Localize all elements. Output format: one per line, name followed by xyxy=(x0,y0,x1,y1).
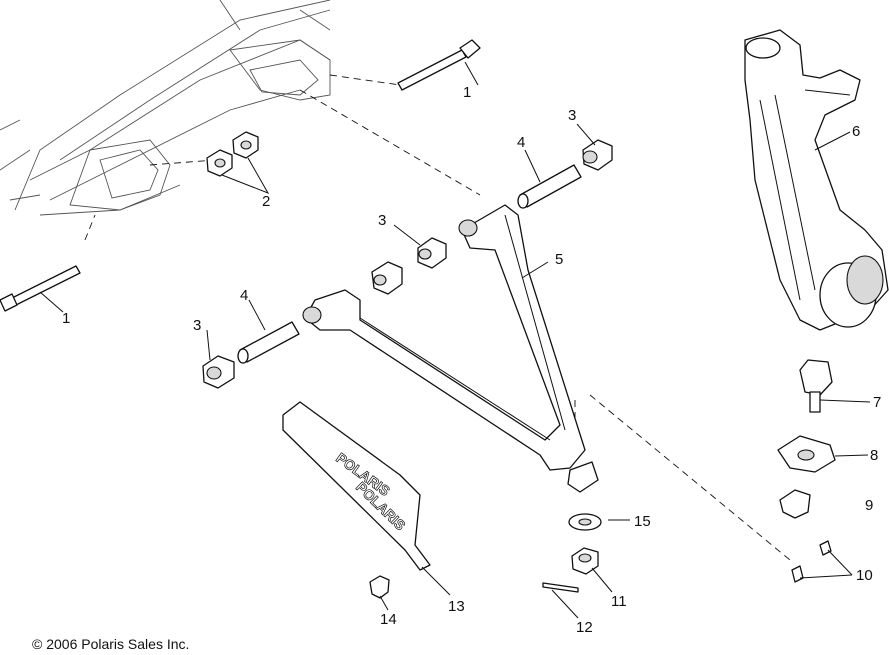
nuts xyxy=(206,131,259,177)
callout-10: 10 xyxy=(856,567,873,584)
callout-1-upper: 1 xyxy=(463,84,471,101)
callout-12: 12 xyxy=(576,619,593,636)
callout-9: 9 xyxy=(865,497,873,514)
bushings xyxy=(202,139,613,389)
washer xyxy=(568,513,602,531)
retainer-plate xyxy=(777,435,836,473)
callout-5: 5 xyxy=(555,251,563,268)
callout-4-lower: 4 xyxy=(240,287,248,304)
copyright-notice: © 2006 Polaris Sales Inc. xyxy=(32,636,190,652)
spindle xyxy=(744,29,889,331)
callout-8: 8 xyxy=(870,447,878,464)
skid-guard: POLARIS POLARIS xyxy=(282,401,431,571)
callout-7: 7 xyxy=(873,394,881,411)
callout-3-upper: 3 xyxy=(568,107,576,124)
leader-lines xyxy=(39,61,871,619)
frame-ghost xyxy=(0,0,331,216)
callout-1-lower: 1 xyxy=(62,310,70,327)
cotter-pin xyxy=(542,582,579,593)
callout-6: 6 xyxy=(852,123,860,140)
callout-11: 11 xyxy=(611,593,627,610)
callout-15: 15 xyxy=(634,513,651,530)
bolt-lower xyxy=(0,265,81,312)
a-arm xyxy=(302,204,599,493)
callout-2: 2 xyxy=(262,193,270,210)
assembly-lines xyxy=(84,74,791,561)
bolt-upper xyxy=(397,39,481,91)
guard-bolt xyxy=(369,575,390,599)
cap xyxy=(779,489,811,519)
sleeves xyxy=(237,164,582,364)
callout-13: 13 xyxy=(448,598,465,615)
callout-4-upper: 4 xyxy=(517,134,525,151)
callout-3-middle: 3 xyxy=(378,212,386,229)
callout-3-lower: 3 xyxy=(193,317,201,334)
ball-joint xyxy=(799,359,833,413)
screws xyxy=(791,540,832,583)
callout-labels: 1 1 2 3 3 3 4 4 5 6 7 8 9 10 11 12 13 14… xyxy=(62,84,881,636)
bushing-lower xyxy=(571,547,599,575)
callout-14: 14 xyxy=(380,611,397,628)
